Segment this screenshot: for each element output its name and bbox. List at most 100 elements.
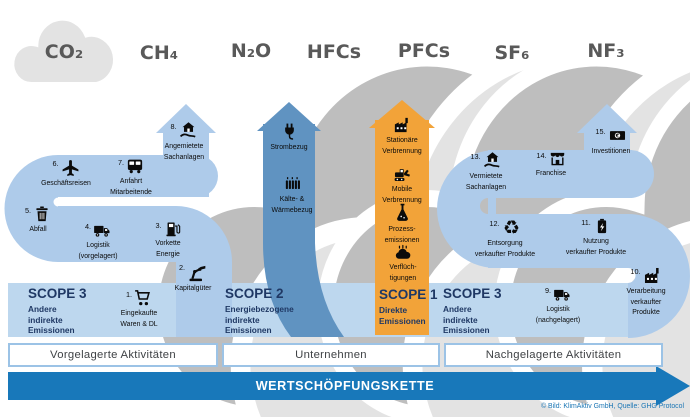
value-chain-label: WERTSCHÖPFUNGSKETTE	[255, 379, 435, 393]
money-icon	[608, 126, 627, 145]
airplane-icon	[61, 158, 80, 177]
item-label: Abfall	[29, 226, 47, 233]
cloud-label-hfcs: HFCs	[307, 41, 361, 63]
scope-title: SCOPE 3	[28, 286, 87, 301]
cloud-label-co2: CO₂	[45, 41, 83, 63]
trash-icon	[33, 205, 51, 223]
item-angemietete-sachanlagen: 8. Angemietete Sachanlagen	[151, 121, 217, 163]
scope1-arrow	[369, 100, 435, 335]
item-prozessemissionen: Prozess- emissionen	[375, 202, 429, 246]
cloud-label-nf3: NF₃	[587, 40, 624, 62]
upstream-arrowhead	[156, 104, 216, 133]
item-label: Investitionen	[591, 148, 631, 155]
truck-icon	[553, 285, 571, 303]
scope-subtitle: Direkte Emissionen	[379, 305, 426, 326]
factory-icon	[393, 116, 411, 134]
downstream-serpentine	[437, 104, 690, 338]
item-label: Kapitalgüter	[174, 285, 212, 292]
segment-box-company: Unternehmen	[222, 343, 440, 367]
truck-icon	[93, 221, 111, 239]
item-number: 14.	[536, 151, 547, 160]
item-label: Verarbeitung verkaufter Produkte	[626, 288, 666, 317]
item-label: Nutzung verkaufter Produkte	[565, 238, 627, 256]
item-label: Eingekaufte Waren & DL	[120, 310, 158, 328]
item-number: 9.	[544, 286, 552, 295]
item-franchise: 14. Franchise	[524, 150, 578, 180]
item-entsorgung-verkaufter-produkte: 12. Entsorgung verkaufter Produkte	[467, 218, 543, 260]
item-number: 10.	[630, 267, 641, 276]
scope2-arrowhead	[257, 102, 321, 131]
value-chain-arrow	[8, 366, 690, 406]
item-logistik-nachgelagert: 9. Logistik (nachgelagert)	[526, 285, 590, 326]
item-verfluechtigungen: Verflüch- tigungen	[379, 243, 427, 284]
item-number: 15.	[595, 127, 606, 136]
item-number: 2.	[178, 263, 186, 272]
item-label: Stationäre Verbrennung	[382, 137, 422, 155]
item-label: Geschäftsreisen	[41, 180, 91, 187]
item-geschaeftsreisen: 6. Geschäftsreisen	[30, 158, 102, 190]
item-logistik-vorgelagert: 4. Logistik (vorgelagert)	[66, 221, 130, 262]
item-number: 6.	[52, 159, 59, 168]
scope2-arrow	[257, 102, 344, 337]
item-mobile-verbrennung: Mobile Verbrennung	[375, 164, 429, 206]
item-number: 4.	[84, 222, 92, 231]
item-vorkette-energie: 3. Vorkette Energie	[140, 220, 196, 260]
item-label: Prozess- emissionen	[384, 226, 420, 244]
cloud-label-sf6: SF₆	[495, 42, 530, 64]
item-eingekaufte-waren: 1. Eingekaufte Waren & DL	[109, 289, 169, 330]
cloud-label-n2o: N₂O	[231, 40, 271, 62]
item-label: Anfahrt Mitarbeitende	[110, 178, 152, 196]
item-label: Strombezug	[270, 144, 308, 151]
battery-icon	[593, 217, 611, 235]
cart-icon	[134, 289, 152, 307]
scope1-label: SCOPE 1 Direkte Emissionen	[379, 287, 438, 326]
item-strombezug: Strombezug	[258, 122, 320, 154]
item-kapitalgueter: 2. Kapitalgüter	[163, 262, 223, 295]
item-number: 13.	[470, 152, 481, 161]
scope-title: SCOPE 2	[225, 286, 284, 301]
bus-icon	[126, 157, 144, 175]
item-label: Entsorgung verkaufter Produkte	[474, 240, 536, 258]
item-label: Mobile Verbrennung	[382, 186, 422, 204]
leased-asset-icon	[483, 151, 502, 170]
scope3-downstream-label: SCOPE 3 Andere indirekte Emissionen	[443, 286, 502, 336]
robot-arm-icon	[187, 262, 207, 282]
item-number: 5.	[24, 206, 32, 215]
item-label: Vermietete Sachanlagen	[465, 173, 507, 191]
flask-icon	[392, 202, 413, 223]
item-label: Kälte- & Wärmebezug	[271, 196, 313, 214]
leased-asset-icon	[179, 121, 198, 140]
recycle-icon	[502, 218, 521, 237]
cloud-label-ch4: CH₄	[140, 42, 178, 64]
item-kaelte-waermebezug: Kälte- & Wärmebezug	[262, 174, 322, 216]
item-label: Vorkette Energie	[155, 240, 181, 258]
item-number: 3.	[155, 221, 162, 230]
item-number: 7.	[117, 158, 125, 167]
credit-line: © Bild: KlimAktiv GmbH, Quelle: GHG Prot…	[541, 403, 684, 410]
item-nutzung-verkaufter-produkte: 11. Nutzung verkaufter Produkte	[558, 217, 634, 258]
item-number: 12.	[489, 219, 500, 228]
scope-subtitle: Andere indirekte Emissionen	[443, 304, 490, 336]
scope-subtitle: Andere indirekte Emissionen	[28, 304, 75, 336]
item-stationaere-verbrennung: Stationäre Verbrennung	[375, 116, 429, 157]
scope3-upstream-label: SCOPE 3 Andere indirekte Emissionen	[28, 286, 87, 336]
scope-subtitle: Energiebezogene indirekte Emissionen	[225, 304, 294, 336]
segment-box-downstream: Nachgelagerte Aktivitäten	[444, 343, 663, 367]
plug-icon	[280, 122, 299, 141]
item-vermietete-sachanlagen: 13. Vermietete Sachanlagen	[457, 151, 515, 193]
excavator-icon	[393, 164, 412, 183]
scope2-label: SCOPE 2 Energiebezogene indirekte Emissi…	[225, 286, 294, 336]
item-investitionen: 15. Investitionen	[581, 126, 641, 158]
factory-icon	[643, 266, 662, 285]
radiator-icon	[283, 174, 302, 193]
item-abfall: 5. Abfall	[16, 205, 60, 236]
fuel-pump-icon	[164, 220, 181, 237]
store-icon	[549, 150, 566, 167]
segment-box-upstream: Vorgelagerte Aktivitäten	[8, 343, 218, 367]
item-label: Logistik (vorgelagert)	[78, 242, 118, 260]
vapor-icon	[394, 243, 412, 261]
item-number: 11.	[581, 218, 591, 227]
item-verarbeitung-verkaufter-produkte: 10. Verarbeitung verkaufter Produkte	[617, 266, 675, 319]
